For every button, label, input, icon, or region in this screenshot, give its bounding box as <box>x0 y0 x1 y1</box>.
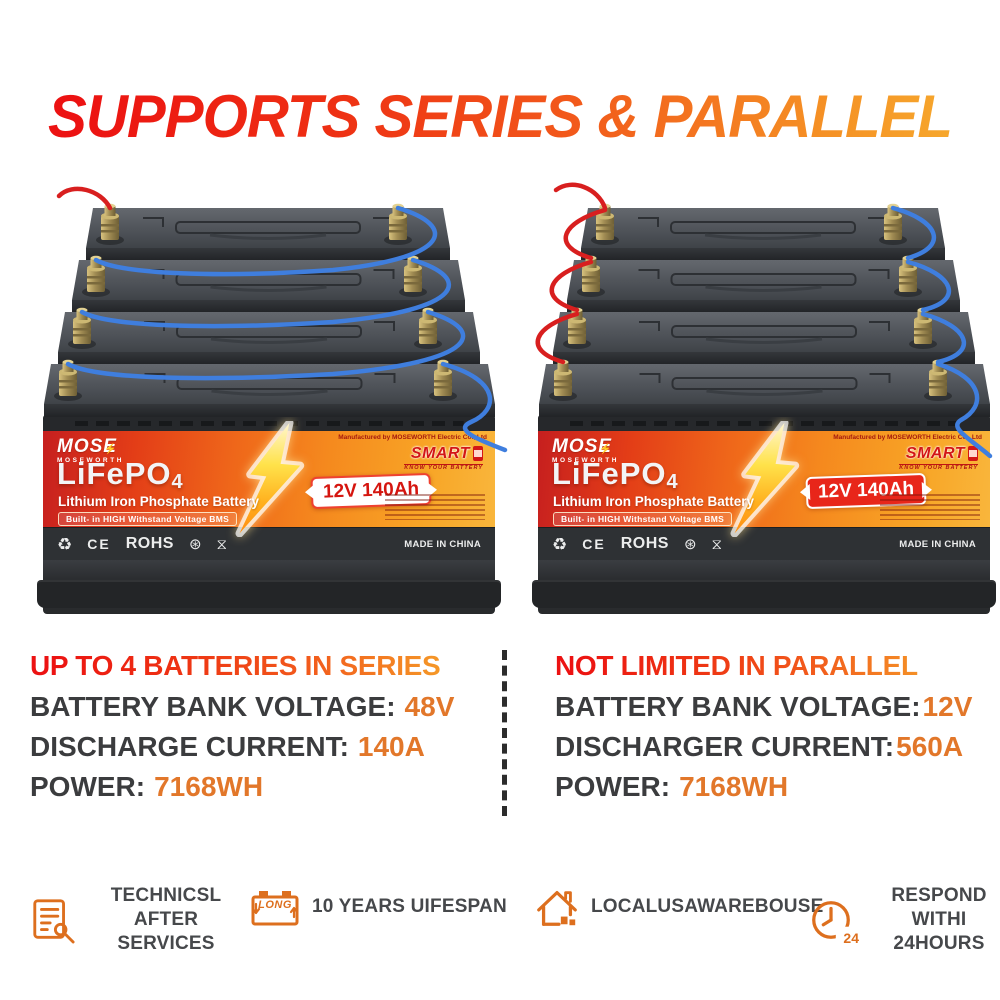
certifications-strip: ♻ CE ROHS ⊛ ⧖ MADE IN CHINA <box>538 527 990 560</box>
smart-label: SMART <box>410 445 470 462</box>
smart-label: SMART <box>905 445 965 462</box>
smart-tagline: KNOW YOUR BATTERY <box>899 464 978 471</box>
feature-strip: TECHNICSL AFTER SERVICES LONG 10 YEARS U… <box>0 884 1000 968</box>
spec-row: DISCHARGER CURRENT:560A <box>555 730 975 762</box>
made-in-label: MADE IN CHINA <box>404 538 481 550</box>
product-name: LiFePO4 <box>57 456 184 493</box>
spec-row: POWER:7168WH <box>555 770 975 802</box>
product-subtitle: Lithium Iron Phosphate Battery <box>58 494 260 509</box>
fineprint-block <box>385 494 485 520</box>
series-specs-section: UP TO 4 BATTERIES IN SERIES BATTERY BANK… <box>30 650 485 802</box>
keep-away-icon: ⊛ <box>188 535 202 553</box>
bms-badge: Built- in HIGH Withstand Voltage BMS <box>553 512 733 526</box>
spec-label: BATTERY BANK VOLTAGE: <box>555 691 921 722</box>
battery-front-label: MOSE⚡ MOSEWORTH Manufactured by MOSEWORT… <box>532 415 996 614</box>
product-name-subscript: 4 <box>171 471 184 493</box>
page-title: SUPPORTS SERIES & PARALLEL <box>15 82 985 151</box>
spec-value: 7168WH <box>679 770 789 802</box>
spec-value: 12V <box>922 691 973 722</box>
feature-label: RESPOND WITHI 24HOURS <box>891 885 987 954</box>
series-battery-stack: MOSE⚡ MOSEWORTH Manufactured by MOSEWORT… <box>33 186 508 628</box>
brand-logo: MOSE⚡ MOSEWORTH <box>552 437 619 465</box>
manufactured-text: Manufactured by MOSEWORTH Electric Co., … <box>338 434 487 441</box>
spec-value: 140A <box>357 730 425 762</box>
brand-name: MOSE <box>57 436 117 457</box>
product-subtitle: Lithium Iron Phosphate Battery <box>553 494 755 509</box>
battery-case-bottom <box>532 560 996 614</box>
spec-label: DISCHARGER CURRENT: <box>555 730 895 762</box>
parallel-heading: NOT LIMITED IN PARALLEL <box>555 650 975 682</box>
spec-value: 7168WH <box>154 770 264 802</box>
brand-bolt-icon: ⚡ <box>103 444 117 455</box>
spec-label: BATTERY BANK VOLTAGE: <box>30 691 396 722</box>
brand-name: MOSE <box>552 436 612 457</box>
battery-front-label: MOSE⚡ MOSEWORTH Manufactured by MOSEWORT… <box>37 415 501 614</box>
smart-phone-icon <box>968 446 978 461</box>
ce-mark: CE <box>87 536 111 552</box>
brand-logo: MOSE⚡ MOSEWORTH <box>57 437 124 465</box>
spec-row: POWER:7168WH <box>30 770 485 802</box>
spec-label: DISCHARGE CURRENT: <box>30 730 349 762</box>
product-name: LiFePO4 <box>552 456 679 493</box>
feature-label: 10 YEARS UIFESPAN <box>312 896 507 918</box>
rohs-label: ROHS <box>620 535 669 552</box>
dashed-divider <box>502 650 507 816</box>
smart-logo: SMART KNOW YOUR BATTERY <box>404 446 483 472</box>
product-name-subscript: 4 <box>666 471 679 493</box>
after-service-icon <box>30 896 76 944</box>
keep-away-icon: ⊛ <box>683 535 697 553</box>
hourglass-icon: ⧖ <box>711 535 723 553</box>
certifications-strip: ♻ CE ROHS ⊛ ⧖ MADE IN CHINA <box>43 527 495 560</box>
feature-after-service: TECHNICSL AFTER SERVICES <box>30 884 246 955</box>
spec-row: DISCHARGE CURRENT:140A <box>30 730 485 762</box>
spec-label: POWER: <box>30 770 146 802</box>
brand-subname: MOSEWORTH <box>552 457 620 464</box>
feature-label: TECHNICSL AFTER SERVICES <box>110 885 222 954</box>
smart-phone-icon <box>473 446 483 461</box>
clock-24-caption: 24 <box>843 929 859 946</box>
recycle-icon: ♻ <box>57 534 73 554</box>
feature-label: LOCALUSAWAREBOUSE <box>591 896 824 918</box>
feature-warehouse: LOCALUSAWAREBOUSE <box>533 884 823 930</box>
lightning-bolt-icon <box>235 421 305 537</box>
brand-bolt-icon: ⚡ <box>598 444 612 455</box>
bms-badge: Built- in HIGH Withstand Voltage BMS <box>58 512 238 526</box>
smart-logo: SMART KNOW YOUR BATTERY <box>899 446 978 472</box>
rohs-label: ROHS <box>125 535 174 552</box>
battery-vents <box>538 415 990 431</box>
fineprint-block <box>880 494 980 520</box>
smart-tagline: KNOW YOUR BATTERY <box>404 464 483 471</box>
feature-respond-24h: 24 RESPOND WITHI 24HOURS <box>808 884 1000 955</box>
spec-row: BATTERY BANK VOLTAGE:12V <box>555 692 975 722</box>
ce-mark: CE <box>582 536 606 552</box>
feature-long-lifespan: LONG 10 YEARS UIFESPAN <box>248 884 507 930</box>
clock-24-icon: 24 <box>808 897 859 946</box>
long-lifespan-battery-icon: LONG <box>248 884 302 930</box>
battery-case-bottom <box>37 560 501 614</box>
hourglass-icon: ⧖ <box>216 535 228 553</box>
parallel-battery-stack: MOSE⚡ MOSEWORTH Manufactured by MOSEWORT… <box>528 182 998 628</box>
battery-vents <box>43 415 495 431</box>
spec-label: POWER: <box>555 770 671 802</box>
spec-row: BATTERY BANK VOLTAGE: 48V <box>30 692 485 722</box>
made-in-label: MADE IN CHINA <box>899 538 976 550</box>
recycle-icon: ♻ <box>552 534 568 554</box>
manufactured-text: Manufactured by MOSEWORTH Electric Co., … <box>833 434 982 441</box>
long-caption: LONG <box>258 899 292 911</box>
spec-value: 560A <box>896 730 964 762</box>
parallel-specs-section: NOT LIMITED IN PARALLEL BATTERY BANK VOL… <box>555 650 975 802</box>
brand-subname: MOSEWORTH <box>57 457 125 464</box>
warehouse-icon <box>533 884 581 930</box>
spec-value: 48V <box>404 691 455 722</box>
lightning-bolt-icon <box>730 421 800 537</box>
series-heading: UP TO 4 BATTERIES IN SERIES <box>30 650 485 682</box>
